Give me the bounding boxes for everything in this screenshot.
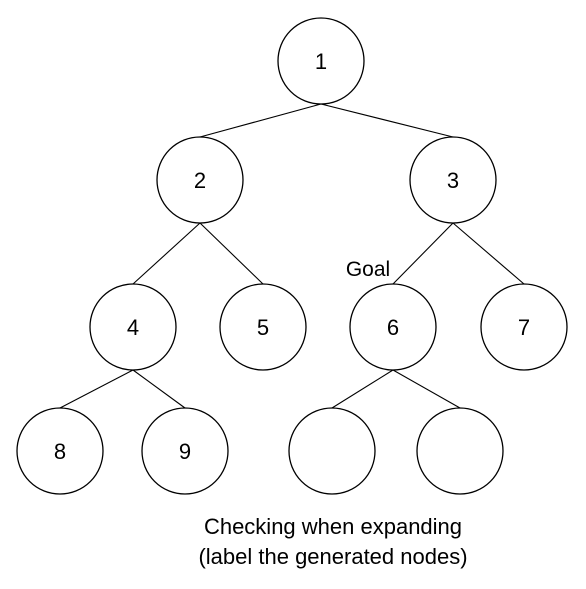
tree-node-n9: 9 xyxy=(141,407,229,495)
tree-nodes: 1 2 3 4 5 6 7 8 9 xyxy=(16,17,568,495)
node-circle xyxy=(416,407,504,495)
node-circle xyxy=(288,407,376,495)
node-label: 2 xyxy=(194,168,206,193)
edge-n2-n5 xyxy=(199,222,264,285)
node-circle xyxy=(89,283,177,371)
node-circle xyxy=(141,407,229,495)
tree-node-n7: 7 xyxy=(480,283,568,371)
tree-node-n4: 4 xyxy=(89,283,177,371)
node-label: 7 xyxy=(518,315,530,340)
goal-label: Goal xyxy=(346,258,390,281)
tree-node-n3: 3 xyxy=(409,136,497,224)
edge-n4-n9 xyxy=(132,369,186,409)
node-circle xyxy=(16,407,104,495)
node-label: 6 xyxy=(387,315,399,340)
tree-node-n11 xyxy=(416,407,504,495)
edge-n3-n6 xyxy=(392,222,454,285)
node-circle xyxy=(409,136,497,224)
edge-n3-n7 xyxy=(452,222,525,285)
edge-n1-n3 xyxy=(320,103,454,138)
edge-n2-n4 xyxy=(132,222,201,285)
tree-node-n10 xyxy=(288,407,376,495)
node-circle xyxy=(349,283,437,371)
edge-n6-n11 xyxy=(392,369,461,409)
tree-edges xyxy=(59,103,525,409)
edge-n6-n10 xyxy=(331,369,394,409)
edge-n4-n8 xyxy=(59,369,134,409)
node-label: 8 xyxy=(54,439,66,464)
node-label: 1 xyxy=(315,49,327,74)
tree-node-n2: 2 xyxy=(156,136,244,224)
edge-n1-n2 xyxy=(199,103,322,138)
caption-line-1: Checking when expanding xyxy=(204,514,462,539)
node-circle xyxy=(156,136,244,224)
node-circle xyxy=(480,283,568,371)
node-label: 3 xyxy=(447,168,459,193)
tree-node-n8: 8 xyxy=(16,407,104,495)
node-label: 5 xyxy=(257,315,269,340)
tree-node-n1: 1 xyxy=(277,17,365,105)
caption-line-2: (label the generated nodes) xyxy=(198,544,467,569)
node-circle xyxy=(219,283,307,371)
node-label: 9 xyxy=(179,439,191,464)
tree-node-n5: 5 xyxy=(219,283,307,371)
node-label: 4 xyxy=(127,315,139,340)
tree-node-n6: 6 xyxy=(349,283,437,371)
node-circle xyxy=(277,17,365,105)
